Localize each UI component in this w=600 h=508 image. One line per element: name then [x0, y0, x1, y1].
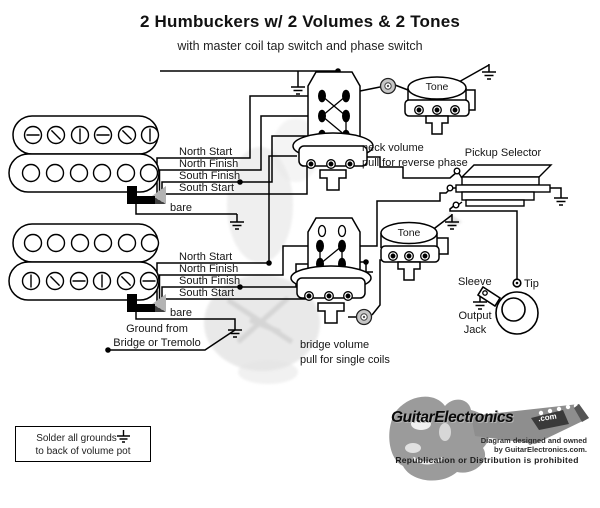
neck-wire-label-south-start: South Start [179, 182, 235, 194]
guitarelectronics-logo[interactable]: GuitarElectronics .com Diagram designed … [383, 392, 595, 496]
bridge-bare-wire-label: bare [170, 307, 193, 319]
pickup-selector-label: Pickup Selector [464, 147, 542, 159]
bridge-volume-note-line2: pull for single coils [300, 354, 390, 366]
solder-note-box: Solder all grounds to back of volume pot [15, 426, 151, 462]
bridge-volume-push-pull-pot [290, 217, 372, 324]
bridge-wire-label-north-finish: North Finish [179, 263, 239, 275]
bridge-tone-label: Tone [397, 227, 421, 239]
logo-line1: Diagram designed and owned [480, 436, 587, 445]
neck-volume-push-pull-pot [292, 71, 374, 191]
solder-note-line2: to back of volume pot [35, 446, 131, 457]
output-jack-label-line1: Output [458, 310, 492, 322]
bridge-volume-note-line1: bridge volume [300, 339, 370, 351]
neck-tone-label: Tone [425, 81, 449, 93]
neck-pickup-connector [127, 186, 155, 204]
ground-source-line1: Ground from [126, 323, 188, 335]
output-jack [476, 278, 539, 335]
ground-icon [116, 430, 130, 443]
bridge-pickup-connector [127, 294, 155, 312]
sleeve-lug [476, 285, 502, 308]
bridge-wire-label-north-start: North Start [179, 251, 233, 263]
solder-note-line1: Solder all grounds [36, 433, 117, 444]
logo-line2: by GuitarElectronics.com. [494, 445, 587, 454]
ground-source-note: Ground from Bridge or Tremolo [92, 322, 222, 350]
bridge-tone-capacitor-icon [355, 308, 373, 326]
bridge-wire-label-south-finish: South Finish [179, 275, 241, 287]
neck-bare-wire-label: bare [170, 202, 193, 214]
tip-label: Tip [524, 278, 539, 290]
neck-volume-note: neck volume pull for reverse phase [362, 141, 468, 171]
bridge-wire-label-south-start: South Start [179, 287, 235, 299]
neck-wire-label-south-finish: South Finish [179, 170, 241, 182]
neck-wire-label-north-start: North Start [179, 146, 233, 158]
neck-volume-note-line1: neck volume [362, 142, 424, 154]
neck-tone-pot [404, 76, 470, 135]
logo-brand-text: GuitarElectronics [391, 409, 514, 426]
bridge-tone-pot [380, 221, 440, 281]
pickup-selector-switch [446, 164, 553, 209]
ground-icon [481, 63, 497, 80]
logo-line3: Republication or Distribution is prohibi… [395, 455, 579, 465]
ground-source-line2: Bridge or Tremolo [113, 337, 201, 349]
neck-tone-capacitor-icon [379, 77, 397, 95]
output-jack-label-line2: Jack [463, 324, 487, 336]
neck-humbucker-pickup [8, 115, 166, 204]
ground-icon [290, 78, 306, 95]
selector-lugs [446, 167, 463, 209]
bridge-humbucker-pickup [8, 223, 166, 312]
bridge-volume-note: bridge volume pull for single coils [300, 338, 390, 368]
neck-wire-label-north-finish: North Finish [179, 158, 239, 170]
neck-volume-note-line2: pull for reverse phase [362, 157, 468, 169]
page-title: 2 Humbuckers w/ 2 Volumes & 2 Tones [139, 12, 461, 31]
ground-icon [553, 189, 569, 206]
output-jack-label: Output Jack [448, 309, 502, 337]
page-subtitle: with master coil tap switch and phase sw… [177, 39, 423, 53]
sleeve-label: Sleeve [458, 276, 492, 288]
logo-guitar-graphic [389, 396, 589, 481]
